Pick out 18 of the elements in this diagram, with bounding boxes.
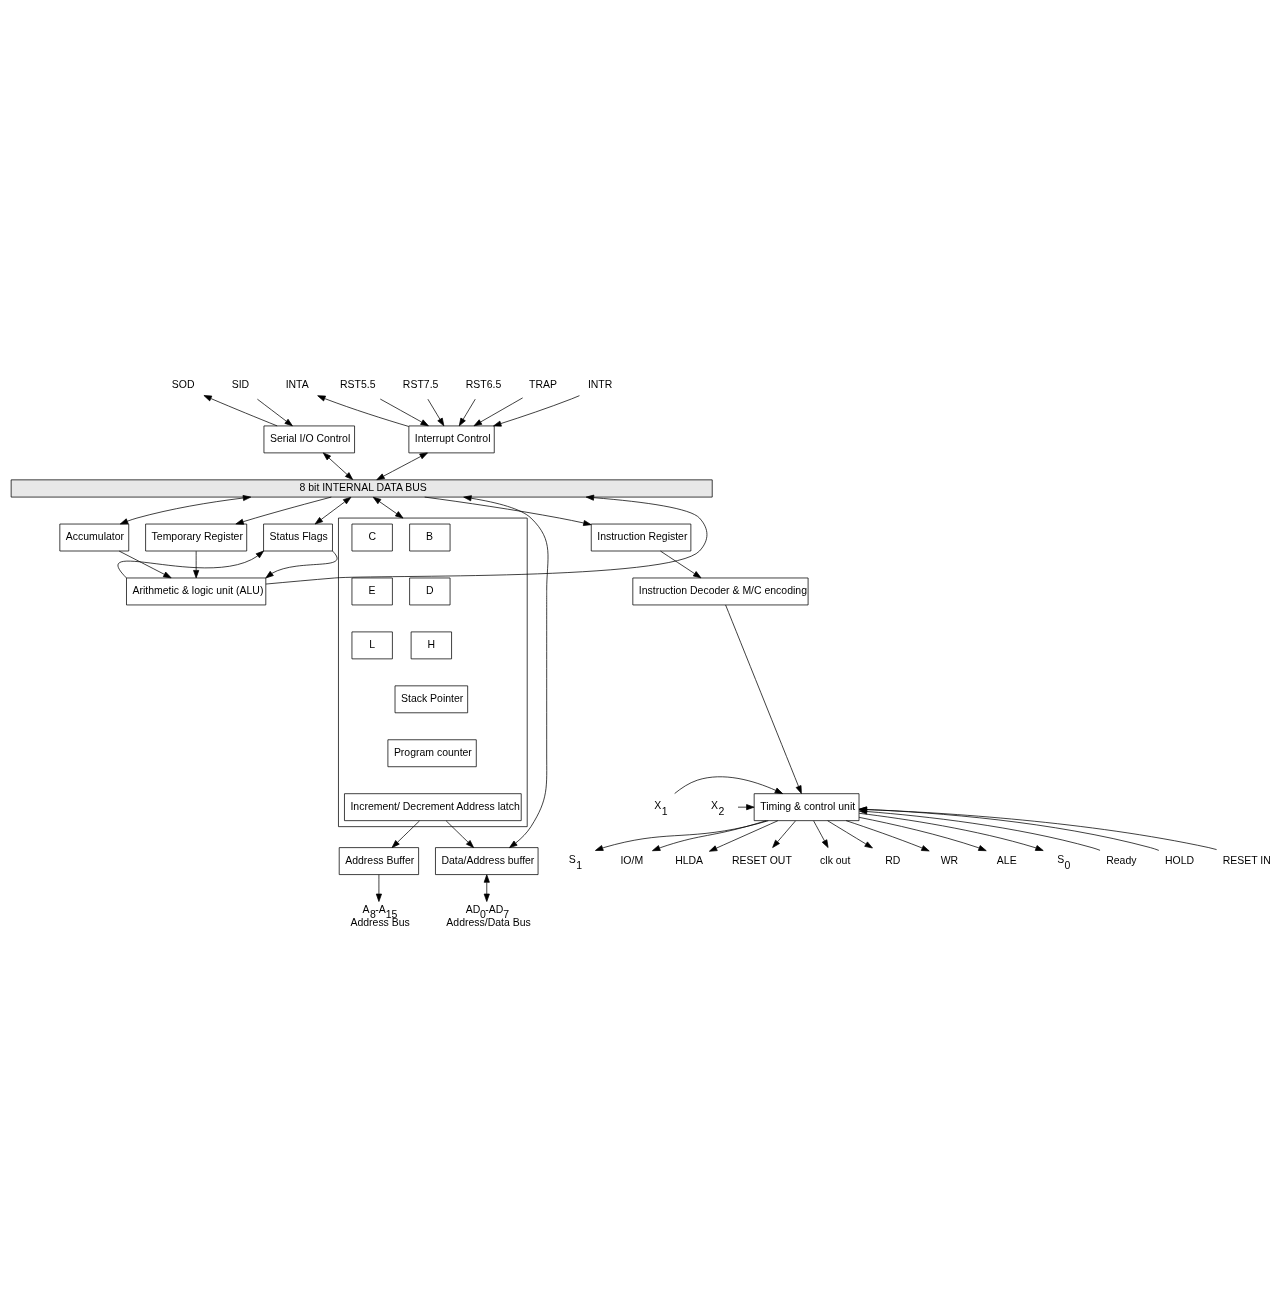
node-text: Ready: [1106, 854, 1137, 866]
node-text: RESET OUT: [732, 854, 792, 866]
node-text: RST7.5: [402, 378, 439, 390]
node-text: INTA: [285, 378, 309, 390]
node-text: RD: [885, 854, 901, 866]
node-text: clk out: [820, 854, 851, 866]
node-text: RST5.5: [339, 378, 376, 390]
node-text: SID: [231, 378, 250, 390]
node-text: HOLD: [1165, 854, 1195, 866]
node-text: SOD: [171, 378, 195, 390]
node-text: RST6.5: [465, 378, 502, 390]
node-text: TRAP: [529, 378, 558, 390]
node-text: RESET IN: [1222, 854, 1271, 866]
node-text: ALE: [996, 854, 1017, 866]
node-text: HLDA: [675, 854, 704, 866]
node-text: IO/M: [620, 854, 644, 866]
node-text: WR: [940, 854, 959, 866]
node-text: INTR: [587, 378, 613, 390]
